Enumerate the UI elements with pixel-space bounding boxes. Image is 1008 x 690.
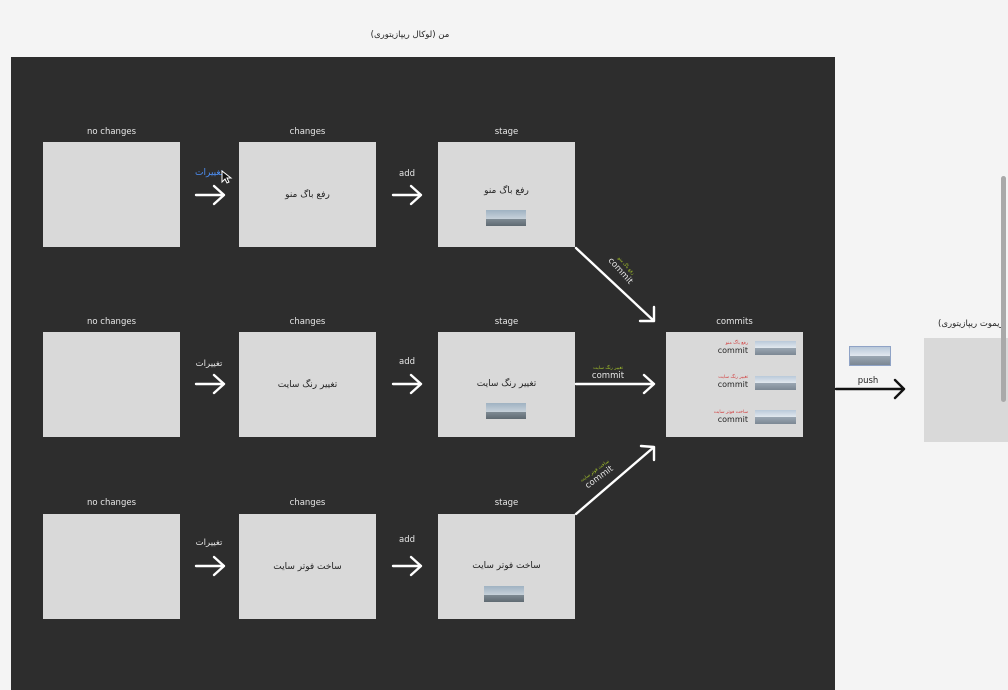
changes-fa-label-2: تغییرات [195,359,223,369]
arrow-nochanges-changes-2 [194,373,226,395]
changes-label-2: changes [289,317,326,327]
stage-label-1: stage [494,127,519,137]
changes-box-text-1: رفع باگ منو [285,189,330,200]
add-label-3: add [399,535,415,545]
stage-thumbnail-3 [484,586,524,602]
commit-arrow-text-2: commit [591,371,625,381]
push-label: push [857,376,879,386]
stage-label-3: stage [494,498,519,508]
page-title: من (لوکال ریپازیتوری) [370,30,450,40]
remote-title: (ریموت ریپازیتوری [938,319,1004,329]
commit-label-1: commit [717,346,748,355]
remote-repository-box[interactable] [924,338,1008,442]
no-changes-label-3: no changes [87,498,136,508]
arrow-nochanges-changes-3 [194,555,226,577]
stage-box-2[interactable]: تغییر رنگ سایت [438,332,575,437]
commits-label: commits [716,317,753,327]
add-label-2: add [399,357,415,367]
changes-box-2[interactable]: تغییر رنگ سایت [239,332,376,437]
add-label-1: add [399,169,415,179]
stage-box-3[interactable]: ساخت فوتر سایت [438,514,575,619]
commit-item-3[interactable]: ساخت فوتر سایت commit [696,410,748,424]
arrow-stage-commits-1 [574,246,656,323]
no-changes-box-2[interactable] [43,332,180,437]
mouse-cursor-icon [221,170,233,184]
changes-label-1: changes [289,127,326,137]
commit-label-2: commit [717,380,748,389]
stage-thumbnail-2 [486,403,526,419]
commit-thumbnail-3 [755,410,796,424]
arrow-changes-stage-1 [391,184,423,206]
commit-arrow-caption-2: تغییر رنگ سایت [593,366,623,371]
arrow-stage-commits-3 [574,444,656,516]
stage-box-text-2: تغییر رنگ سایت [476,379,537,389]
arrow-stage-commits-2 [574,373,656,395]
changes-fa-label-3: تغییرات [195,538,223,548]
no-changes-box-3[interactable] [43,514,180,619]
commit-caption-1: رفع باگ منو [725,341,748,346]
changes-box-3[interactable]: ساخت فوتر سایت [239,514,376,619]
no-changes-label-1: no changes [87,127,136,137]
commit-item-1[interactable]: رفع باگ منو commit [696,341,748,355]
stage-box-text-1: رفع باگ منو [484,186,529,196]
arrow-push [834,378,906,400]
commit-caption-3: ساخت فوتر سایت [713,410,748,415]
commit-caption-2: تغییر رنگ سایت [718,375,748,380]
push-thumbnail [849,346,891,366]
commits-box[interactable]: رفع باگ منو commit تغییر رنگ سایت commit… [666,332,803,437]
changes-box-1[interactable]: رفع باگ منو [239,142,376,247]
vertical-scrollbar[interactable] [1001,176,1006,402]
changes-fa-label-1: تغییرات [195,168,224,178]
arrow-changes-stage-2 [391,373,423,395]
commit-thumbnail-2 [755,376,796,390]
changes-box-text-3: ساخت فوتر سایت [273,561,342,572]
stage-thumbnail-1 [486,210,526,226]
commit-arrow-label-2: تغییر رنگ سایت commit [590,366,626,381]
commit-item-2[interactable]: تغییر رنگ سایت commit [696,375,748,389]
no-changes-box-1[interactable] [43,142,180,247]
arrow-nochanges-changes-1 [194,184,226,206]
arrow-changes-stage-3 [391,555,423,577]
stage-box-1[interactable]: رفع باگ منو [438,142,575,247]
no-changes-label-2: no changes [87,317,136,327]
stage-box-text-3: ساخت فوتر سایت [472,561,541,571]
commit-label-3: commit [717,415,748,424]
stage-label-2: stage [494,317,519,327]
commit-thumbnail-1 [755,341,796,355]
changes-box-text-2: تغییر رنگ سایت [277,379,338,390]
changes-label-3: changes [289,498,326,508]
